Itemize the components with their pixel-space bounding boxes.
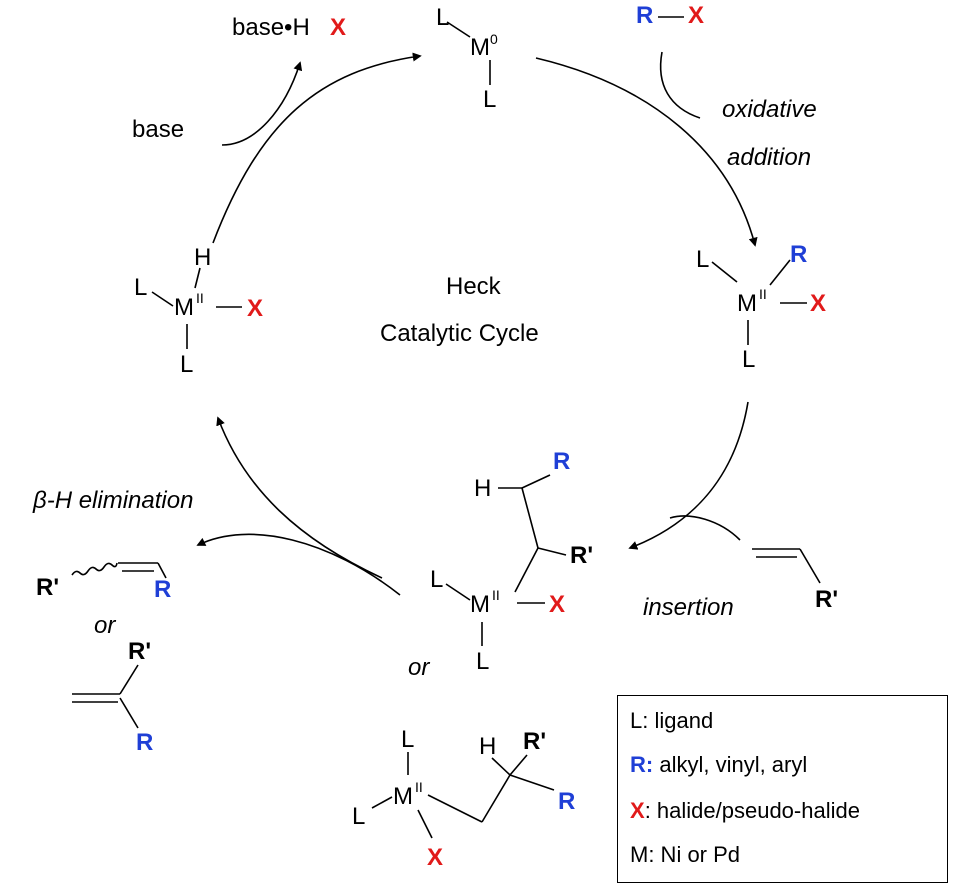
prod1-rp: R' [36, 574, 60, 601]
bond-ins-c2-m [514, 547, 539, 593]
rx-x: X [688, 2, 705, 29]
alt-oxidation: II [415, 779, 423, 795]
ins-ligand-bottom: L [476, 648, 490, 675]
mrx-r: R [790, 241, 808, 268]
bond-mhx-l-top [151, 291, 174, 307]
base-hx-x: X [330, 14, 347, 41]
or-alternative: or [408, 654, 430, 681]
mhx-h: H [194, 244, 212, 271]
rx-r: R [636, 2, 654, 29]
bond-prod1-r [157, 562, 167, 579]
bond-prod2-rp [119, 664, 139, 695]
legend-r-text: alkyl, vinyl, aryl [653, 752, 808, 777]
arc-oxidative-addition [535, 57, 758, 247]
prod2-rp: R' [128, 638, 152, 665]
alt-r: R [558, 788, 576, 815]
m0-metal: M [470, 34, 490, 61]
arc-to-insertion [628, 401, 749, 550]
bond-alt-l-left [371, 796, 393, 809]
label-beta-h-elimination: β-H elimination [33, 487, 194, 514]
alt-ligand-top: L [401, 726, 415, 753]
bond-mhx-h [194, 267, 201, 289]
title-line-2: Catalytic Cycle [380, 320, 539, 347]
legend-x-key: X [630, 798, 645, 823]
alt-x: X [427, 844, 444, 871]
mrx-x: X [810, 290, 827, 317]
alt-rp: R' [523, 728, 547, 755]
legend-m-text: M: Ni or Pd [630, 842, 741, 867]
bond-prod2-r [119, 697, 139, 729]
bond-alt-h [491, 757, 511, 776]
bond-alt-r [509, 774, 555, 791]
legend-r-key: R: [630, 752, 654, 777]
bond-prod1-wavy [71, 562, 118, 576]
legend-row-m: M: Ni or Pd [630, 844, 740, 866]
ins-x: X [549, 591, 566, 618]
mrx-oxidation: II [759, 286, 767, 302]
bond-m0-l-top [446, 21, 471, 38]
bond-alt-rp [509, 754, 528, 776]
base-text: base [132, 116, 185, 143]
label-oxidative: oxidative [722, 96, 817, 123]
arc-rx-in [659, 51, 701, 119]
arc-regeneration [212, 52, 422, 244]
legend-row-ligand: L: ligand [630, 710, 713, 732]
mrx-ligand-top: L [696, 246, 710, 273]
alt-ligand-left: L [352, 803, 366, 830]
mrx-metal: M [737, 290, 757, 317]
arc-base-out [221, 61, 303, 146]
arc-beta-products [196, 533, 401, 596]
mhx-oxidation: II [196, 290, 204, 306]
m0-ligand-top: L [436, 4, 450, 31]
ins-h: H [474, 475, 492, 502]
label-addition: addition [727, 144, 812, 171]
m0-ligand-bottom: L [483, 86, 497, 113]
bond-ins-c1-r [521, 474, 551, 489]
bond-alt-c1-c2 [481, 774, 511, 823]
arc-beta-elimination [216, 416, 383, 579]
title-line-1: Heck [446, 273, 501, 300]
bond-ins-l-top [445, 583, 471, 601]
mhx-ligand-bottom: L [180, 351, 194, 378]
alkene-rp: R' [815, 586, 839, 613]
mhx-metal: M [174, 294, 194, 321]
base-hx-text: base•H [232, 14, 310, 41]
prod2-r: R [136, 729, 154, 756]
or-products: or [94, 612, 116, 639]
ins-rp: R' [570, 542, 594, 569]
ins-oxidation: II [492, 587, 500, 603]
legend-box: L: ligand R: alkyl, vinyl, aryl X: halid… [617, 695, 948, 883]
m0-oxidation: 0 [490, 31, 498, 47]
legend-x-text: : halide/pseudo-halide [644, 798, 860, 823]
bond-alt-x [417, 809, 433, 839]
alt-h: H [479, 733, 497, 760]
alt-metal: M [393, 783, 413, 810]
ins-ligand-top: L [430, 566, 444, 593]
legend-l-text: : ligand [642, 708, 714, 733]
bond-alt-c1 [427, 794, 483, 823]
bond-mrx-l-top [711, 261, 738, 283]
legend-row-x: X: halide/pseudo-halide [630, 800, 860, 822]
legend-l-key: L [630, 708, 643, 733]
ins-metal: M [470, 591, 490, 618]
bond-mrx-r [769, 259, 791, 286]
prod1-r: R [154, 576, 172, 603]
bond-alkene-3 [799, 548, 821, 584]
mrx-ligand-bottom: L [742, 346, 756, 373]
ins-r: R [553, 448, 571, 475]
mhx-x: X [247, 295, 264, 322]
mhx-ligand-top: L [134, 274, 148, 301]
legend-row-r: R: alkyl, vinyl, aryl [630, 754, 807, 776]
bond-ins-c2-rp [537, 547, 567, 556]
bond-ins-c1-c2 [521, 487, 539, 549]
arc-alkene-in [669, 515, 741, 541]
label-insertion: insertion [643, 594, 734, 621]
